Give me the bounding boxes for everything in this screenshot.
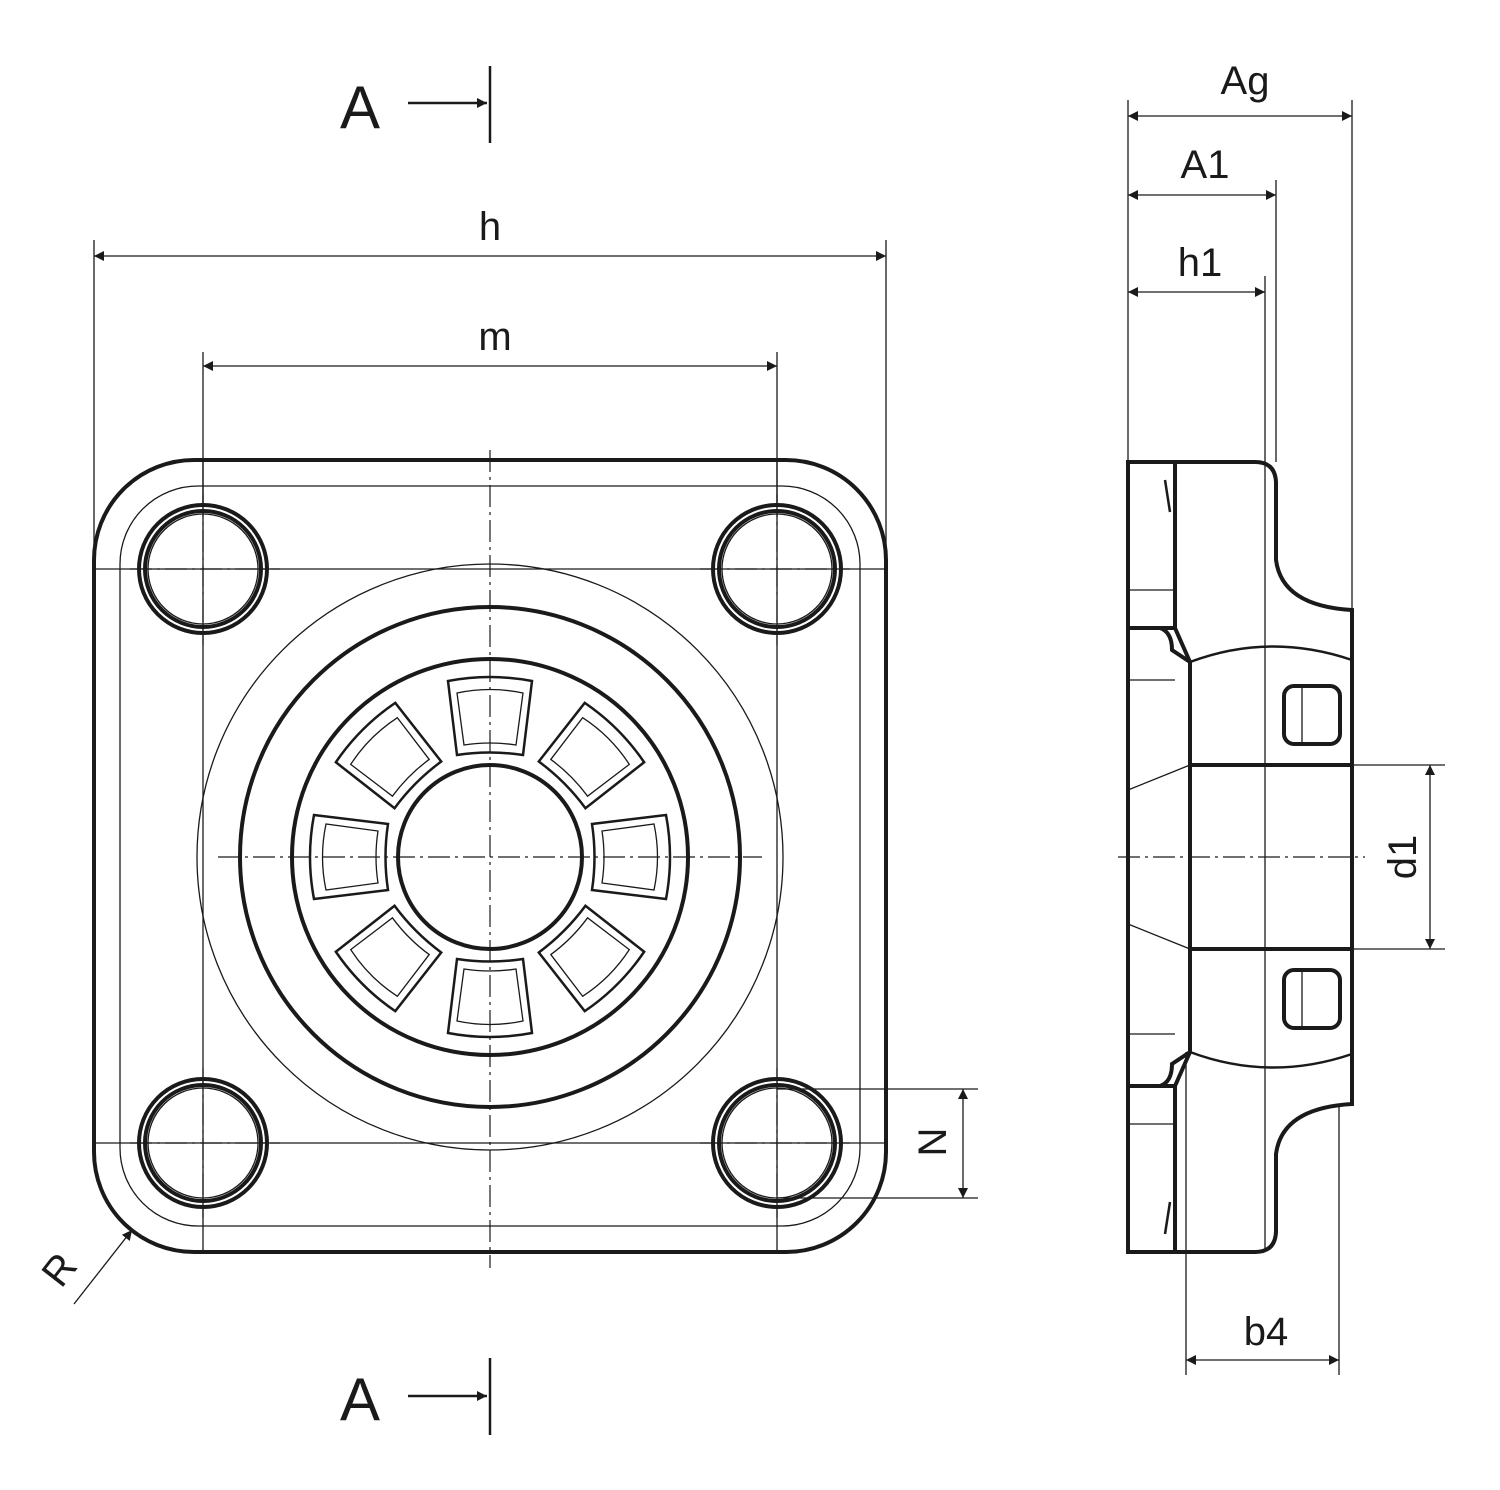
dim-label-R: R bbox=[34, 1245, 86, 1295]
set-screw-lower bbox=[1282, 968, 1342, 1030]
dim-label-m: m bbox=[478, 315, 511, 359]
dim-label-h1: h1 bbox=[1178, 241, 1223, 285]
set-screw-upper bbox=[1282, 684, 1342, 746]
section-view: Ag A1 h1 d1 b4 bbox=[1118, 59, 1445, 1375]
bearing-section-upper bbox=[1188, 645, 1354, 767]
dim-label-d1: d1 bbox=[1381, 835, 1425, 880]
section-label-bottom: A bbox=[340, 1366, 380, 1433]
dim-label-b4: b4 bbox=[1244, 1310, 1289, 1354]
dim-label-A1: A1 bbox=[1181, 143, 1230, 187]
bearing-section-lower bbox=[1188, 947, 1354, 1069]
housing-section-lower bbox=[1173, 947, 1354, 1254]
front-view: h m N R A A bbox=[34, 66, 978, 1435]
housing-section-upper bbox=[1173, 460, 1354, 767]
dim-label-N: N bbox=[911, 1128, 955, 1157]
dim-label-h: h bbox=[479, 205, 501, 249]
dim-label-Ag: Ag bbox=[1221, 59, 1270, 103]
section-marker-top: A bbox=[340, 66, 492, 143]
section-label-top: A bbox=[340, 74, 380, 141]
section-marker-bottom: A bbox=[340, 1358, 492, 1435]
